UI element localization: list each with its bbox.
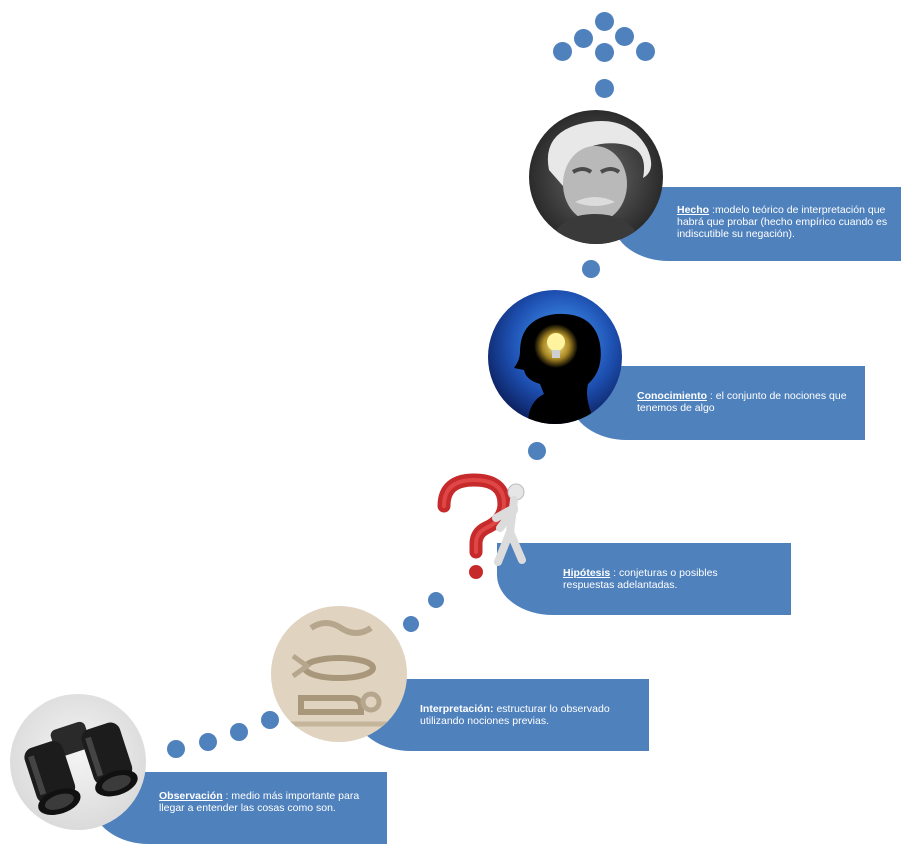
connector-dot: [528, 442, 546, 460]
connector-dot: [230, 723, 248, 741]
step-separator: :: [709, 204, 715, 216]
step-description: modelo teórico de interpretación que hab…: [677, 204, 888, 240]
step-term: Observación: [159, 790, 223, 802]
arrow-cluster-dot: [553, 42, 572, 61]
arrow-cluster-dot: [595, 43, 614, 62]
step-term: Interpretación:: [420, 703, 494, 715]
connector-dot: [582, 260, 600, 278]
arrow-cluster-dot: [574, 29, 593, 48]
step-description: estructurar lo observado utilizando noci…: [420, 703, 610, 727]
step-separator: :: [222, 790, 232, 802]
lightbulb-head-icon: [488, 290, 622, 424]
arrow-cluster-dot: [636, 42, 655, 61]
einstein-portrait-icon: [529, 110, 663, 244]
step-description: medio más importante para llegar a enten…: [159, 790, 360, 814]
arrow-cluster-dot: [595, 79, 614, 98]
connector-dot: [428, 592, 444, 608]
step-box-hipotesis: Hipótesis : conjeturas o posibles respue…: [497, 543, 791, 615]
question-mark-figure-icon: [418, 470, 554, 580]
step-separator: :: [610, 567, 620, 579]
step-description: conjeturas o posibles respuestas adelant…: [563, 567, 718, 591]
binoculars-icon: [10, 694, 146, 830]
step-box-hecho: Hecho :modelo teórico de interpretación …: [613, 187, 901, 261]
step-term: Hipótesis: [563, 567, 611, 579]
step-term: Hecho: [677, 204, 710, 216]
arrow-cluster-dot: [615, 27, 634, 46]
arrow-cluster-dot: [595, 12, 614, 31]
connector-dot: [199, 733, 217, 751]
connector-dot: [261, 711, 279, 729]
connector-dot: [403, 616, 419, 632]
step-separator: :: [707, 390, 716, 402]
step-description: el conjunto de nociones que tenemos de a…: [637, 390, 847, 414]
step-term: Conocimiento: [637, 390, 707, 402]
hieroglyphs-icon: [271, 606, 407, 742]
connector-dot: [167, 740, 185, 758]
step-box-conocimiento: Conocimiento : el conjunto de nociones q…: [571, 366, 865, 440]
